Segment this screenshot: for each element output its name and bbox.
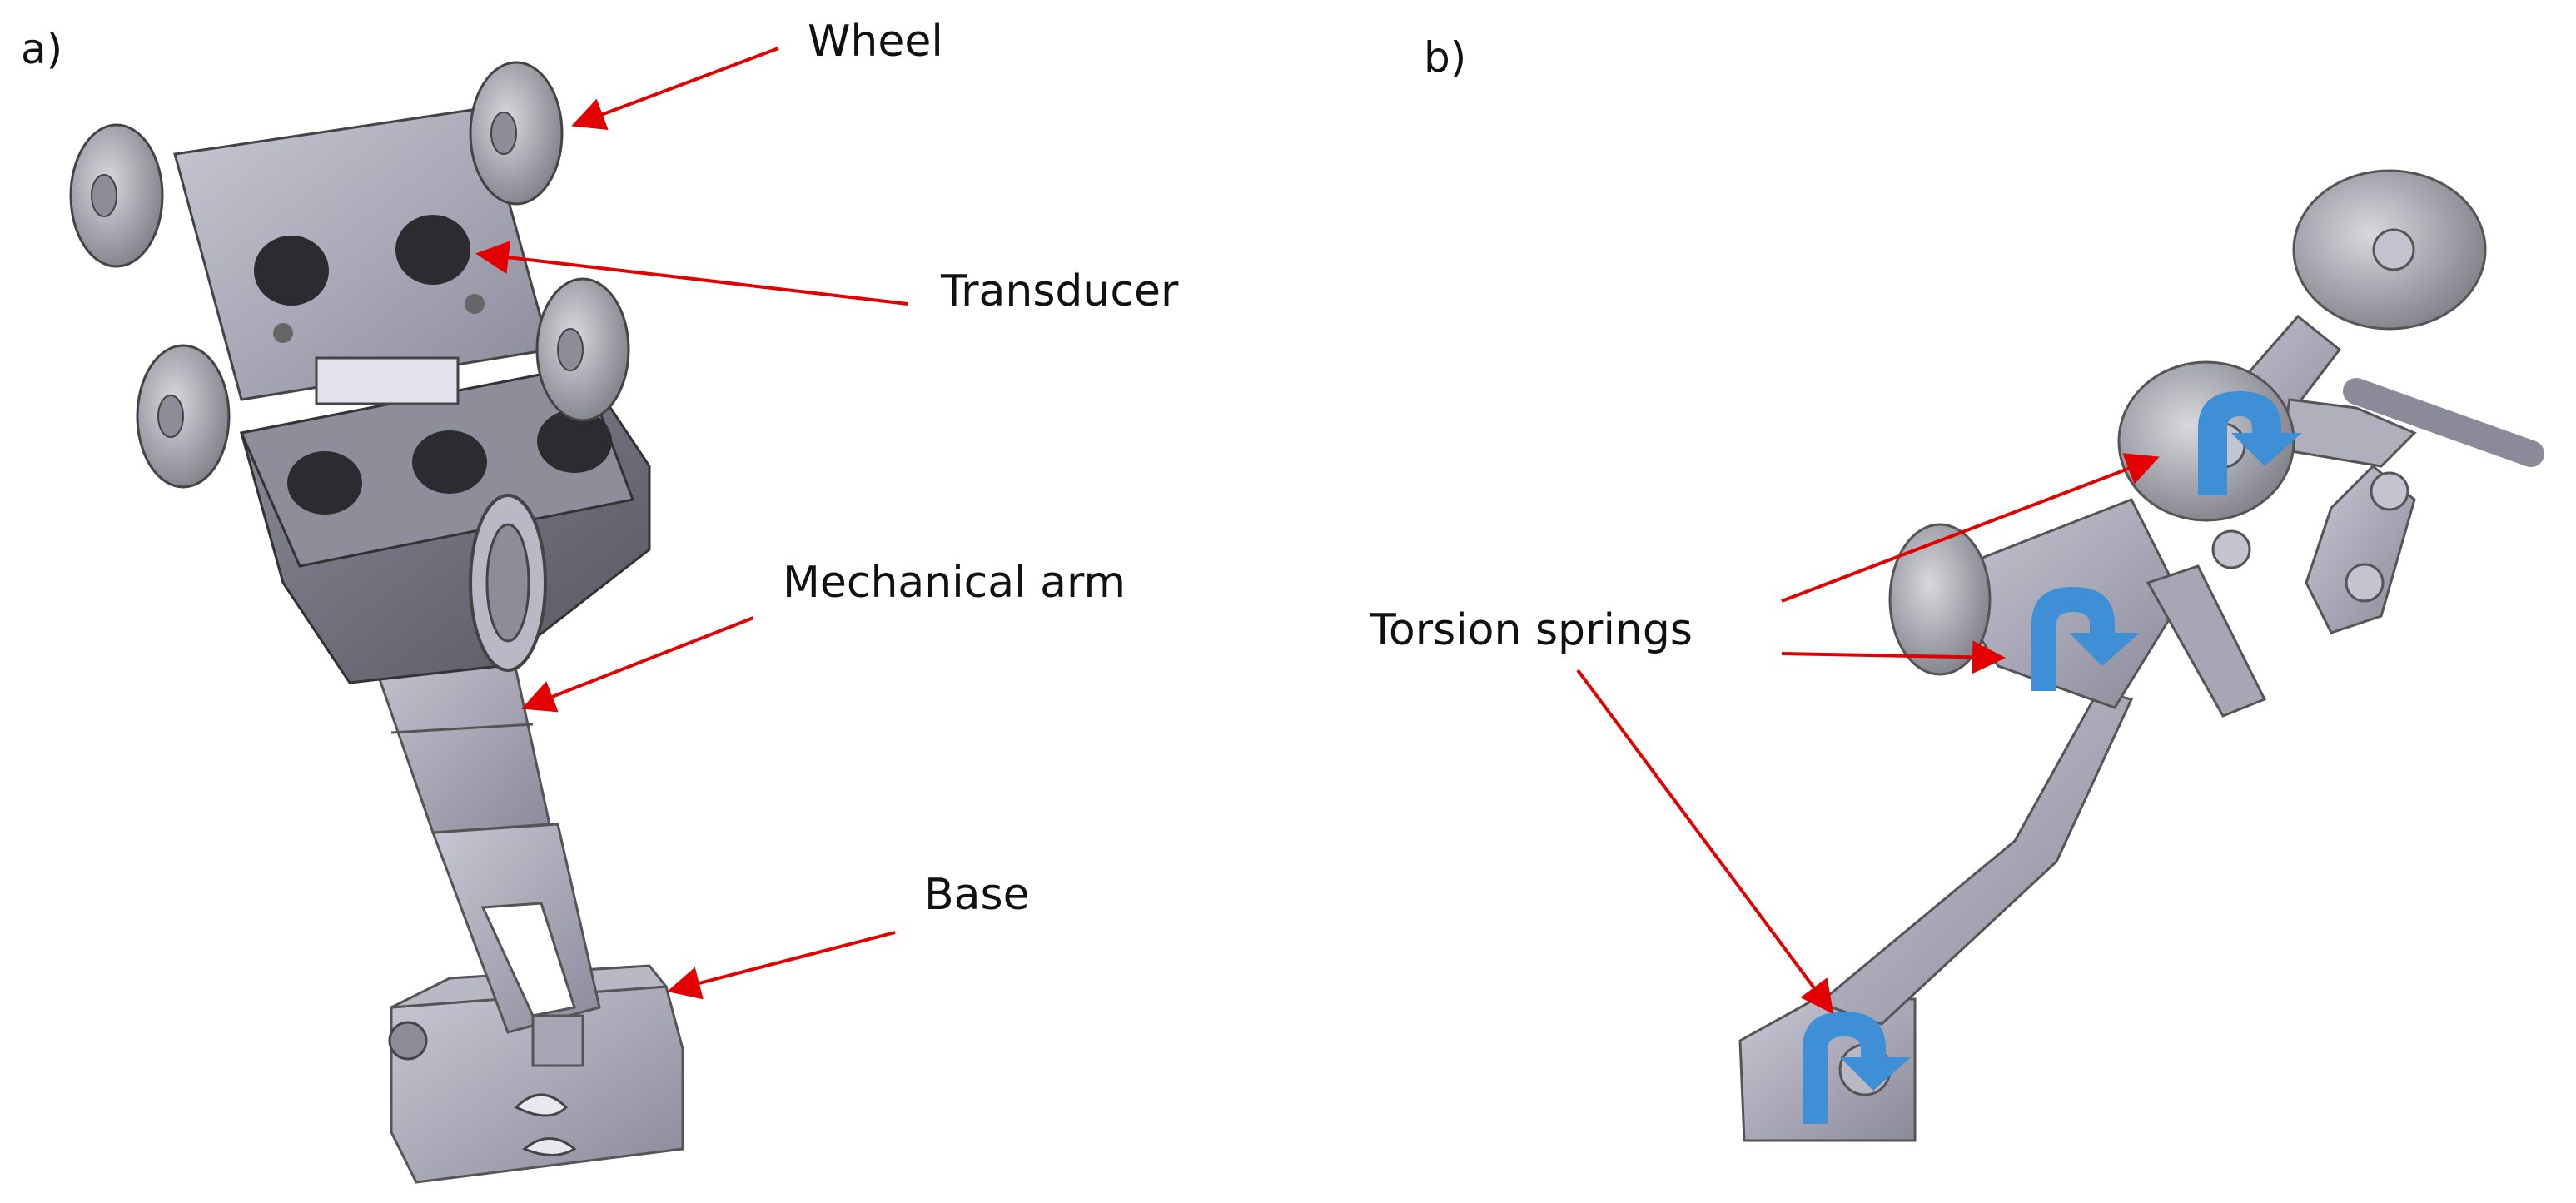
base: [388, 964, 684, 1184]
long-arm-b: [1816, 689, 2134, 1026]
spring-marker-base: [1803, 1012, 1911, 1124]
arrow-torsion-middle: [1781, 640, 2006, 674]
callout-mechanical-arm: Mechanical arm: [783, 558, 1126, 608]
panel-a-label: a): [21, 25, 63, 73]
panel-a-device: [69, 61, 684, 1184]
transducer-hole-left: [254, 236, 329, 306]
lower-arm: [430, 823, 601, 1067]
arrow-wheel: [571, 47, 779, 131]
callout-arrows: [475, 47, 2160, 1015]
arrow-mechanical-arm: [521, 616, 754, 713]
spring-marker-middle: [2031, 587, 2140, 691]
arrow-torsion-base: [1576, 669, 1834, 1015]
torsion-spring-markers: [1803, 391, 2302, 1124]
callout-transducer: Transducer: [941, 266, 1179, 316]
probe-block: [239, 365, 651, 684]
spring-marker-top: [2198, 391, 2302, 495]
panel-b-label: b): [1424, 33, 1467, 82]
callout-wheel: Wheel: [808, 17, 943, 67]
transducer-hole-right: [395, 215, 470, 285]
transducer-plate: [173, 107, 551, 405]
callout-torsion-springs: Torsion springs: [1370, 605, 1693, 655]
arrow-transducer: [475, 241, 908, 306]
callout-base: Base: [924, 870, 1030, 920]
wheels: [69, 61, 630, 489]
arrow-torsion-top: [1781, 453, 2160, 603]
arrow-base: [667, 931, 896, 1000]
